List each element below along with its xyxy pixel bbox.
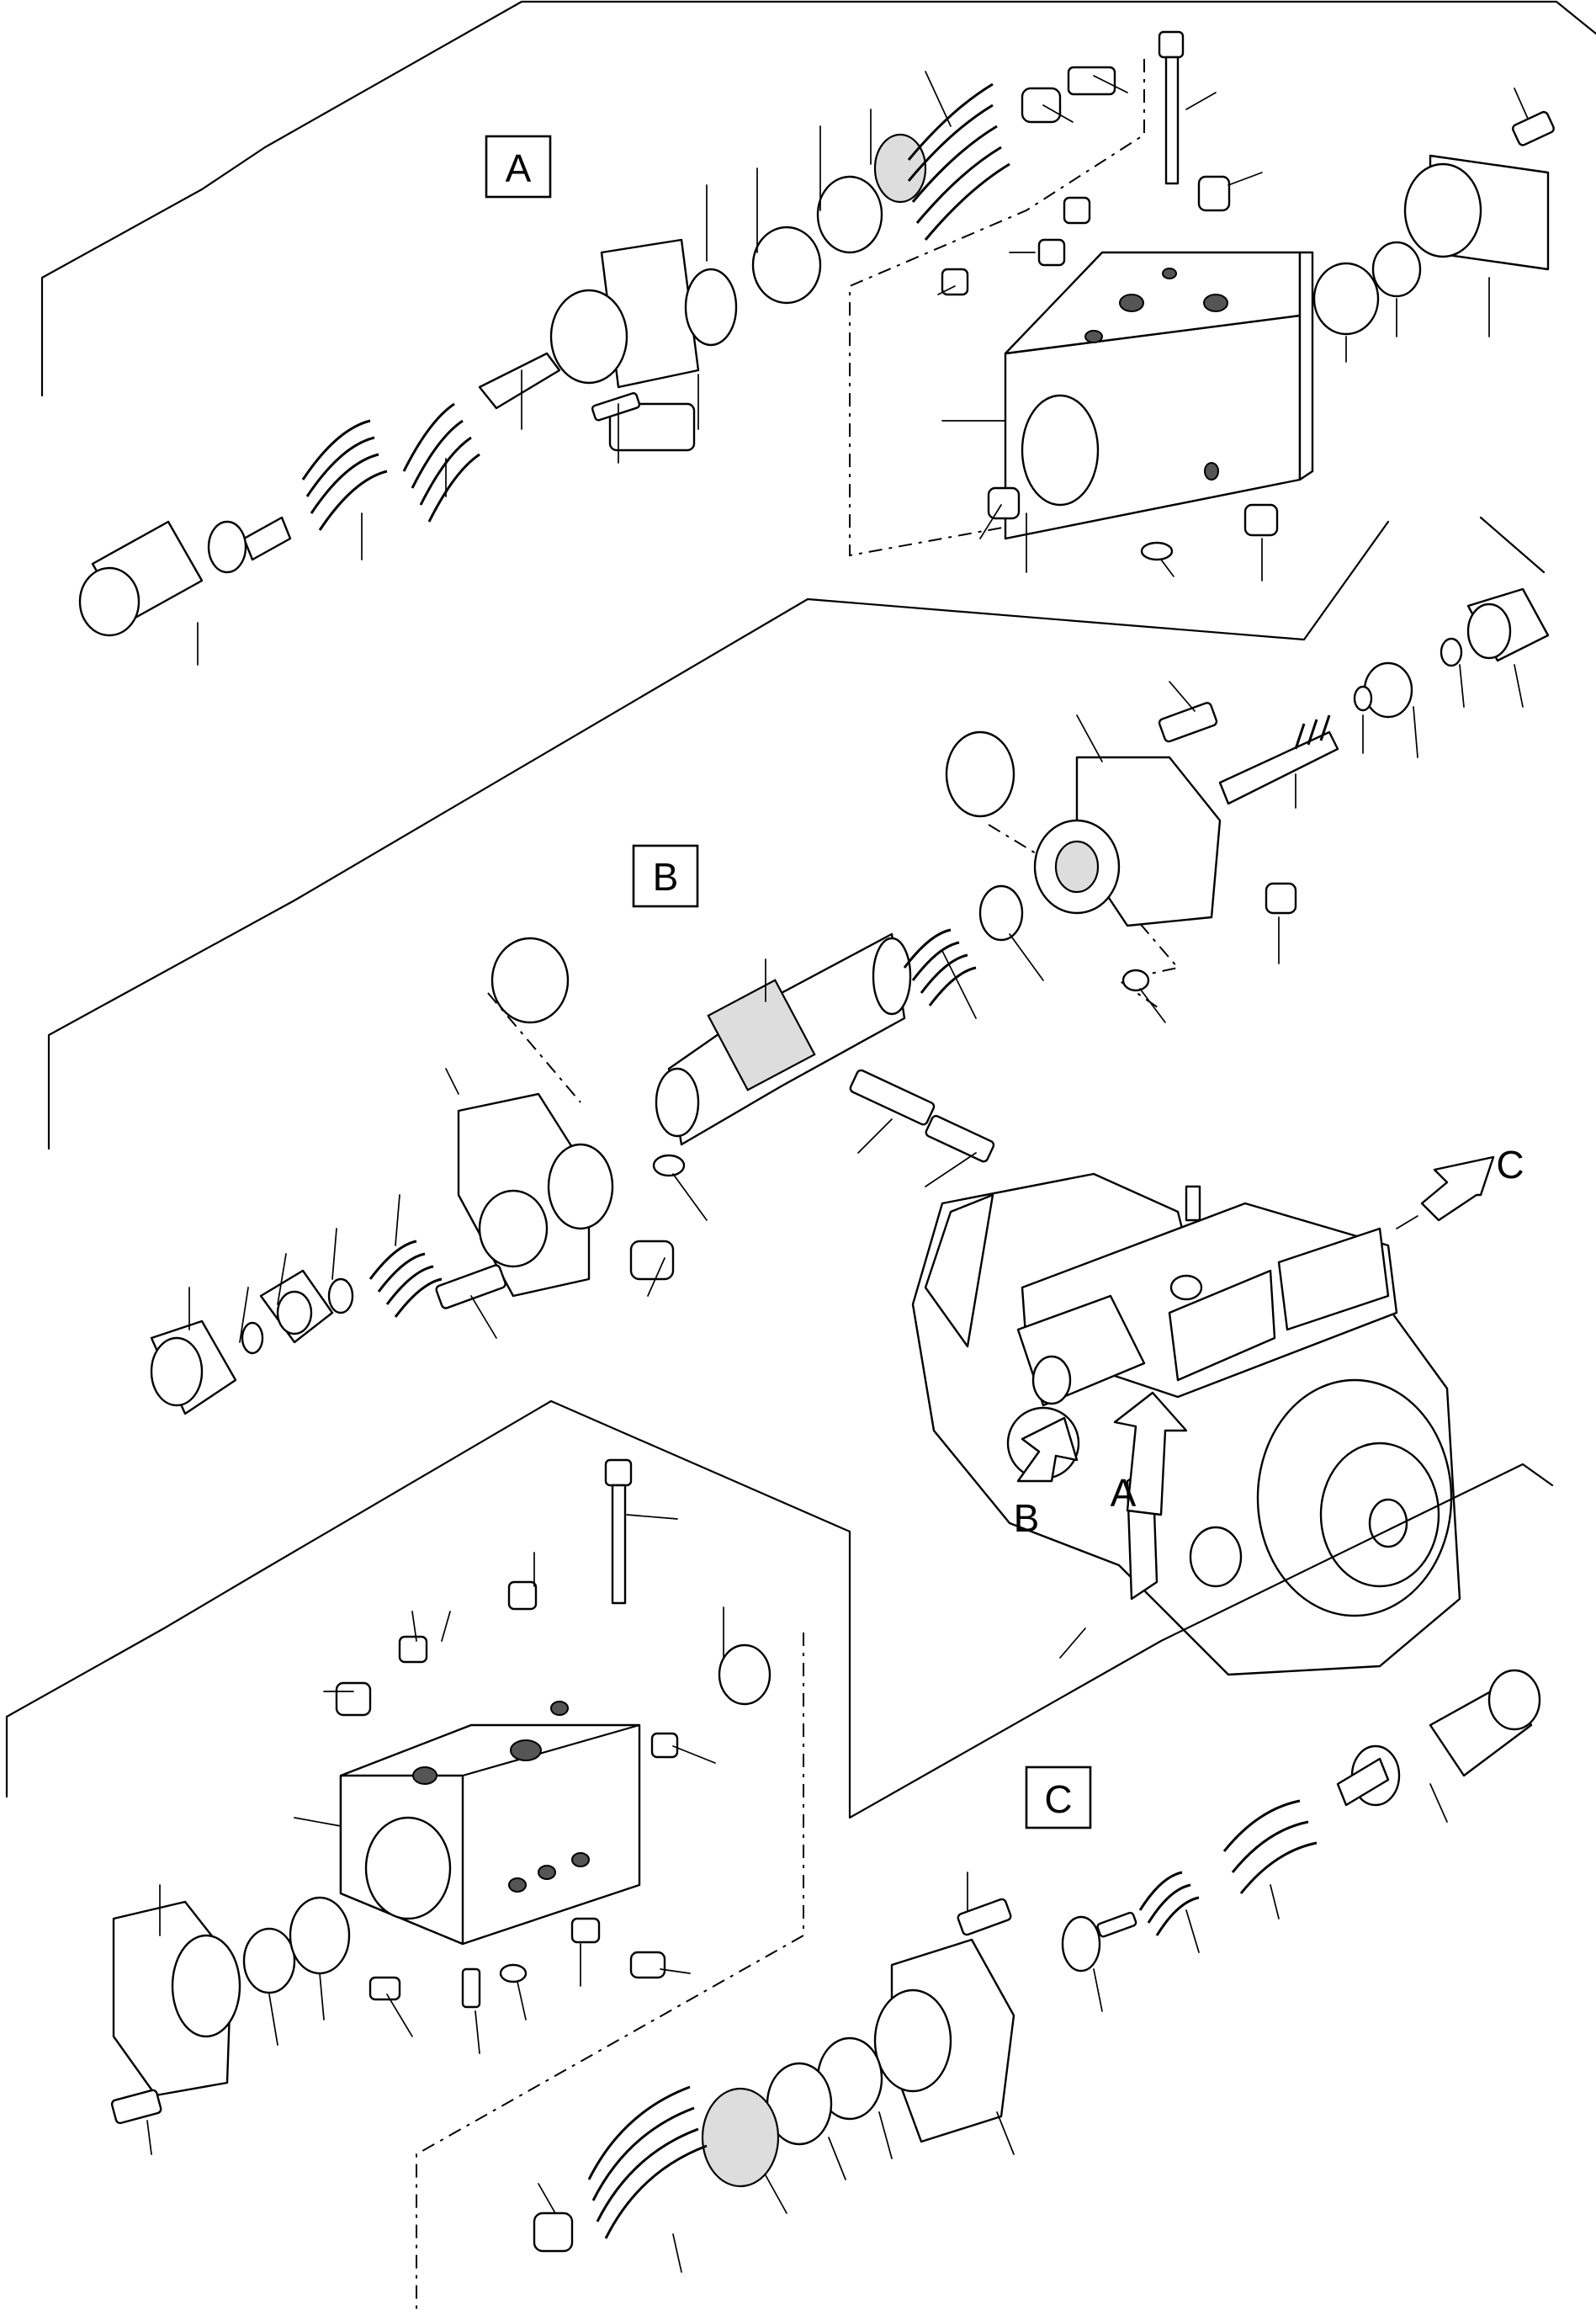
section-a-border [40,0,1596,397]
arrow-label-c: C [1496,1143,1524,1187]
arrow-label-b: B [1014,1496,1040,1540]
long-bolt-c [604,1458,633,1605]
spring-c-large [587,2085,708,2239]
adjust-screw-c [1429,1669,1541,1777]
view-label-a: A [506,146,532,190]
flange-b-left [457,1092,614,1298]
end-cover-a-right [1312,154,1550,336]
valve-body-c [339,1701,641,1946]
leader-lines-c [146,1514,1448,2273]
view-label-c: C [1044,1777,1072,1821]
flange-b-right [1033,756,1222,927]
valve-body-a [1004,251,1314,540]
leader-lines-b [188,664,1524,1343]
spring-b [903,928,977,1006]
o-ring-b-2 [945,730,1015,818]
spring-c-outer [1222,1799,1318,1894]
flange-c [701,1938,1015,2188]
section-b: B [47,520,1550,1415]
view-label-c-box [1025,1765,1092,1829]
view-label-b: B [653,855,679,899]
section-c: C [5,1399,1554,2315]
adjuster-b-left [150,1240,443,1415]
adjust-screw-a [78,352,696,637]
o-ring-c-top [718,1643,771,1706]
pump-assembly: A B C [911,1143,1524,1676]
view-label-b-box [632,844,699,908]
plug-a-2 [1037,238,1066,267]
leader-lines-a [197,71,1532,666]
section-a: A [40,0,1596,666]
adjuster-b-right [1218,587,1550,805]
plug-a-1 [1197,175,1231,212]
view-label-a-box [485,135,552,199]
arrow-a [1113,1391,1188,1516]
spool-b [655,932,912,1146]
arrow-label-a: A [1111,1471,1137,1515]
section-b-border [47,520,1390,1150]
section-c-border [5,1399,1554,1819]
section-c-dashed-outline [416,1633,804,2315]
long-bolt-a [1158,30,1185,185]
flange-a-left [549,133,927,389]
o-ring-b-1 [490,937,570,1024]
cap-a [1021,87,1062,124]
section-a-dashed-outline [849,59,1313,557]
spring-a-large [907,82,1010,241]
arrow-b [1016,1416,1079,1483]
end-cover-c-left [112,1896,351,2097]
arrow-c [1420,1155,1495,1222]
